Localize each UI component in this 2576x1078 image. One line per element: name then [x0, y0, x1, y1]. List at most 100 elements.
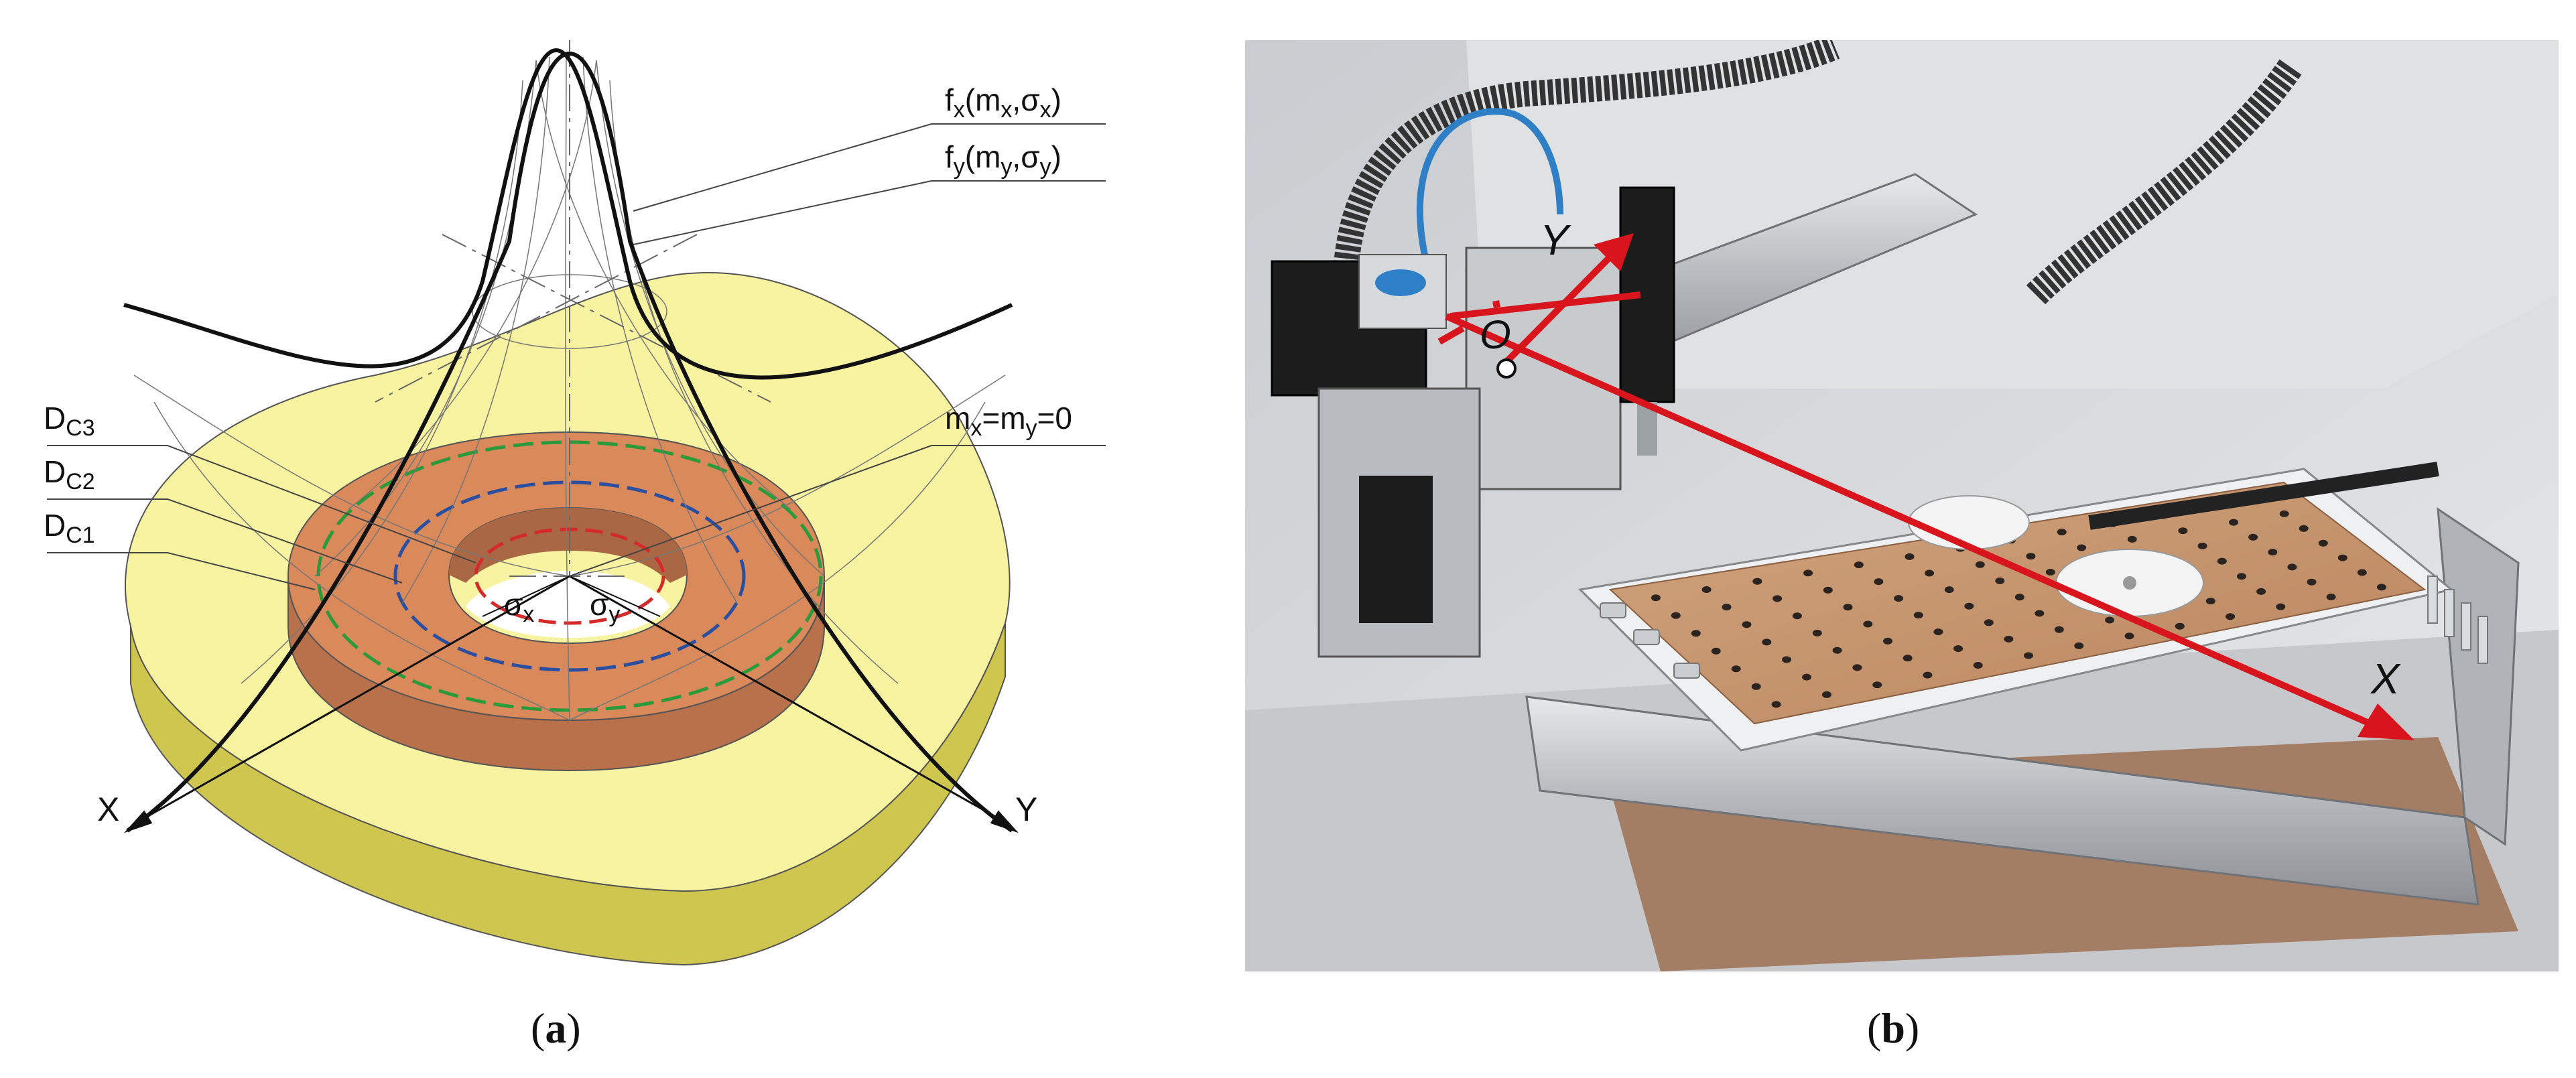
surface-hole [2024, 652, 2033, 659]
surface-hole [1752, 578, 1762, 585]
corrugated-hose [1333, 40, 1840, 275]
surface-hole [2256, 588, 2266, 595]
surface-hole [2178, 527, 2188, 535]
carriage-slot [1359, 476, 1433, 623]
surface-hole [1731, 665, 1741, 673]
dc3-label: DC3 [44, 401, 95, 441]
surface-hole [2287, 563, 2297, 571]
surface-hole [1802, 673, 1811, 681]
surface-hole [2057, 529, 2067, 536]
fixture-disc-1 [1908, 495, 2030, 550]
gaussian-mesh [133, 53, 1006, 721]
surface-hole [2105, 616, 2115, 624]
surface-hole [2014, 594, 2024, 601]
axis-x [124, 575, 570, 833]
surface-hole [1852, 664, 1862, 671]
front-rail [1525, 695, 2480, 906]
cable-chain [2088, 462, 2439, 530]
caption-b: (b) [1867, 1004, 1920, 1052]
surface-hole [1671, 612, 1681, 619]
surface-hole [1762, 638, 1772, 646]
surface-hole [1923, 671, 1933, 679]
surface-hole [1933, 628, 1943, 636]
surface-hole [1903, 655, 1913, 662]
surface-hole [2054, 626, 2064, 633]
surface-hole [2175, 622, 2185, 630]
surface-hole [2299, 525, 2309, 532]
surface-hole [1812, 629, 1822, 636]
pneumatic-tube [1416, 108, 1563, 263]
surface-hole [2035, 610, 2045, 617]
surface-hole [2268, 549, 2278, 556]
motor-logo [1375, 269, 1426, 296]
coordinate-axes [1437, 233, 2414, 740]
surface-hole [2318, 539, 2328, 547]
diagram-panel-a: X Y σx σy fx(mx,σx) fy(my,σy) mx=my=0 DC… [44, 40, 1106, 966]
fixture-disc-2-hole [2123, 576, 2136, 590]
surface-hole [2376, 584, 2386, 591]
surface-hole [2074, 642, 2084, 649]
axis-y-label-photo: Y [1540, 216, 1571, 264]
tool-carriage [1465, 247, 1622, 490]
side-pins [2427, 576, 2488, 664]
surface-hole [1984, 619, 1994, 626]
surface-hole [2217, 557, 2227, 565]
axis-x-label: X [97, 791, 119, 828]
right-rail [2437, 507, 2520, 846]
surface-hole [1883, 637, 1892, 645]
surface-hole [1872, 681, 1882, 689]
surface-hole [2226, 613, 2236, 620]
surface-hole [1742, 621, 1752, 628]
fy-label: fy(my,σy) [945, 139, 1061, 180]
photo-panel-b: O X Y [1245, 40, 2559, 971]
surface-hole [1975, 561, 1985, 568]
origin-label: O [1480, 312, 1511, 357]
surface-hole [1832, 647, 1842, 654]
surface-hole [1803, 569, 1813, 577]
surface-hole [1771, 701, 1781, 708]
surface-hole [2127, 535, 2137, 543]
surface-hole [2276, 603, 2286, 610]
surface-hole [1854, 561, 1864, 569]
surface-hole [1773, 595, 1783, 602]
surface-hole [2326, 594, 2336, 600]
surface-hole [2045, 569, 2055, 576]
surface-hole [1925, 569, 1935, 577]
surface-hole [2236, 573, 2246, 580]
hole-floor [466, 571, 670, 638]
axis-y-label: Y [1015, 791, 1037, 828]
surface-hole [1792, 612, 1802, 620]
surface-hole [2307, 578, 2317, 586]
surface-hole [2248, 533, 2258, 541]
mean-label: mx=my=0 [945, 401, 1072, 441]
fx-label: fx(mx,σx) [945, 82, 1061, 123]
surface-hole [1722, 604, 1732, 611]
work-surface [1608, 481, 2427, 725]
gaussian-curves [123, 48, 1013, 833]
caption-a: (a) [531, 1004, 581, 1052]
surface-hole [2337, 554, 2347, 561]
sigma-y-label: σy [590, 587, 620, 627]
surface-hole [1964, 602, 1974, 610]
surface-hole [2077, 544, 2087, 551]
surface-hole [1823, 586, 1833, 594]
surface-hole [2026, 553, 2036, 560]
surface-hole [2197, 542, 2207, 549]
dc2-label: DC2 [44, 454, 95, 494]
surface-hole [2279, 510, 2289, 517]
surface-hole [1913, 612, 1923, 619]
work-surface-holes [1651, 496, 2386, 708]
surface-hole [1782, 656, 1792, 663]
surface-hole [2229, 519, 2238, 526]
surface-hole [1995, 578, 2005, 584]
surface-hole [1711, 647, 1721, 655]
center-axes [375, 40, 771, 577]
origin-point [1496, 358, 1517, 379]
surface-hole [1691, 630, 1701, 637]
surface-hole [1944, 586, 1954, 594]
surface-hole [1651, 594, 1661, 602]
dc3-contour [316, 440, 823, 712]
surface-hole [1894, 595, 1904, 602]
surface-hole [1843, 604, 1853, 611]
axis-x-label-photo: X [2370, 655, 2401, 703]
